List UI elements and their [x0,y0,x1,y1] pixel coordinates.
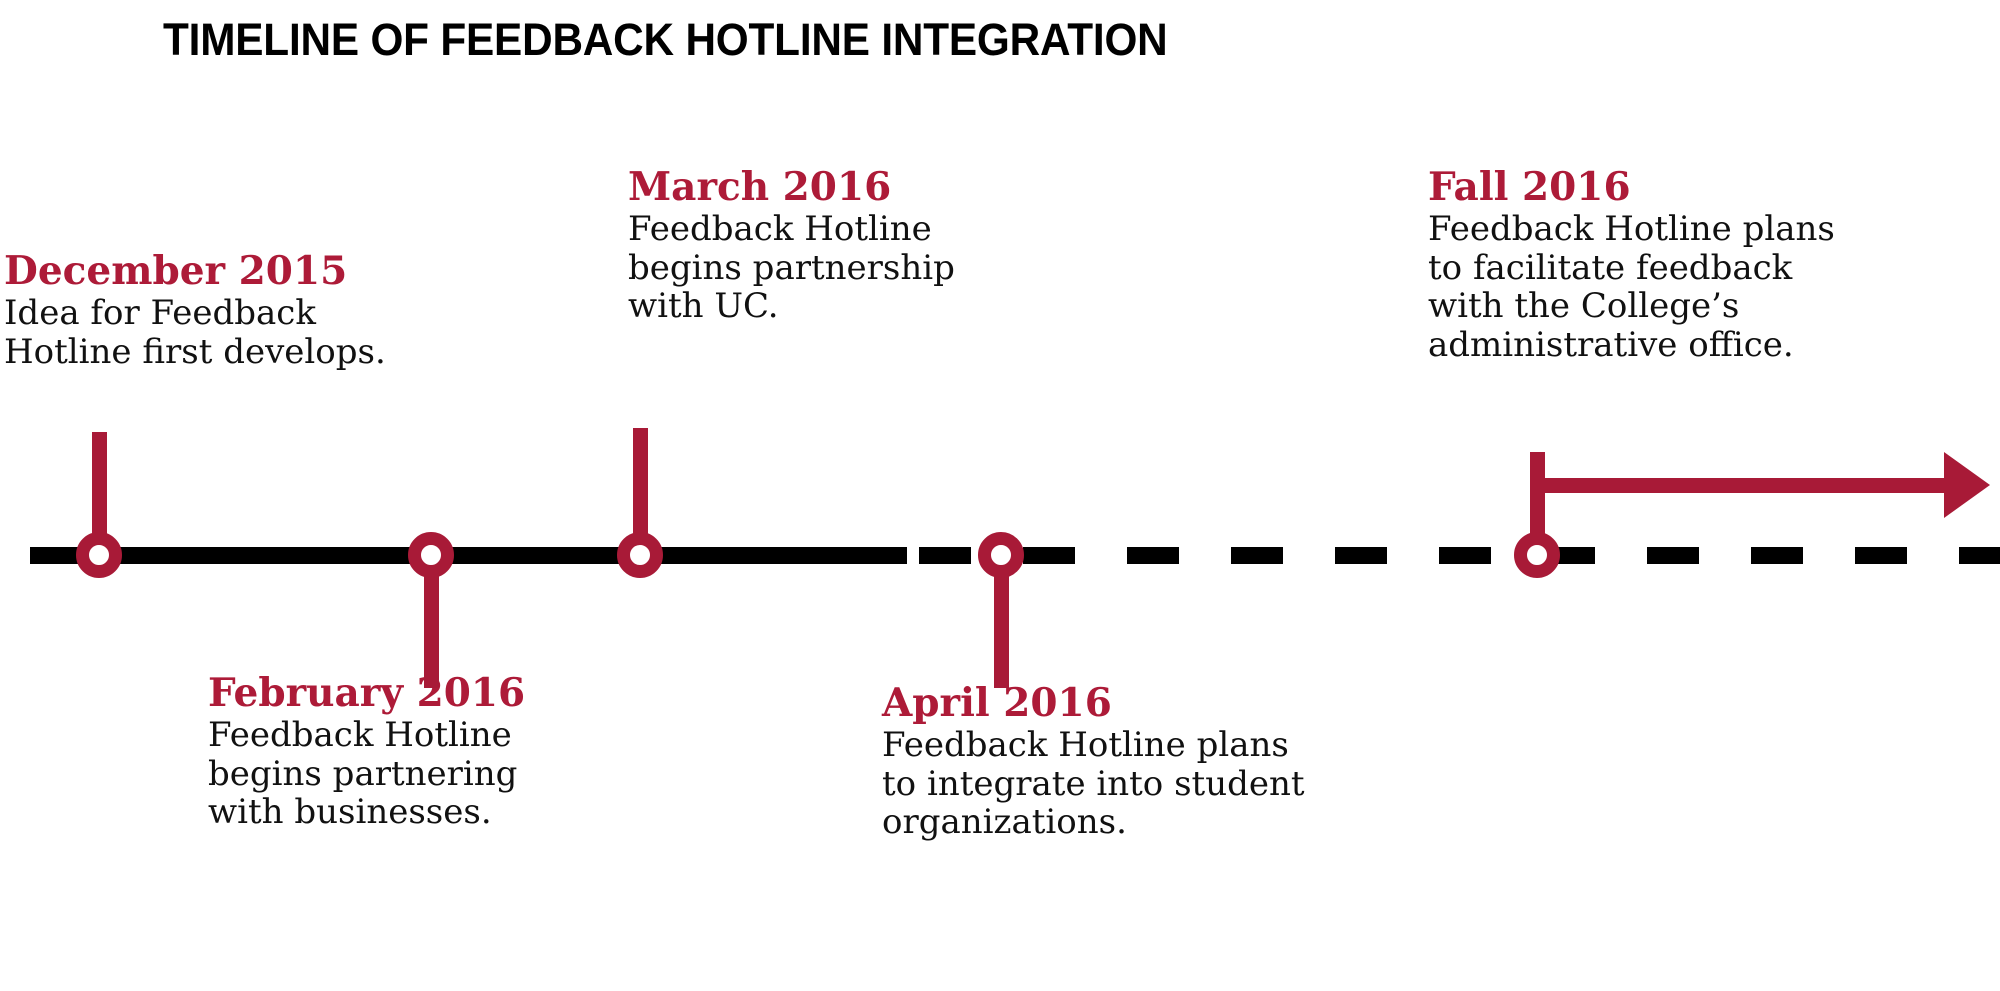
event-february-2016: February 2016 Feedback Hotline begins pa… [208,670,668,833]
event-body-line: Idea for Feedback [4,293,316,334]
event-body-line: Feedback Hotline plans [1428,209,1835,250]
marker-fall-2016[interactable] [1514,532,1560,578]
event-body: Feedback Hotline plans to integrate into… [882,725,1482,843]
event-body-line: Hotline first develops. [4,331,386,372]
marker-april-2016[interactable] [978,532,1024,578]
event-body-line: begins partnership [628,247,955,288]
event-body: Feedback Hotline plans to facilitate fee… [1428,210,2000,364]
event-december-2015: December 2015 Idea for Feedback Hotline … [4,248,434,371]
future-arrow-shaft [1530,478,1955,493]
stem-february-2016 [424,555,439,688]
marker-february-2016[interactable] [408,532,454,578]
event-heading: February 2016 [208,670,526,716]
event-heading: March 2016 [628,164,892,210]
event-body: Feedback Hotline begins partnership with… [628,209,1098,327]
marker-december-2015[interactable] [76,532,122,578]
future-arrow-head-icon [1944,452,1990,518]
stem-december-2015 [92,432,107,560]
event-heading: Fall 2016 [1428,164,1631,210]
event-fall-2016: Fall 2016 Feedback Hotline plans to faci… [1428,164,2000,364]
timeline-axis-solid [30,547,907,564]
event-body-line: with the College’s [1428,286,1740,327]
event-body-line: with businesses. [208,792,492,833]
page-title: TIMELINE OF FEEDBACK HOTLINE INTEGRATION [163,14,1168,65]
marker-march-2016[interactable] [617,532,663,578]
timeline-axis-dashed [919,547,2000,564]
event-body-line: administrative office. [1428,324,1794,365]
stem-april-2016 [994,555,1009,688]
event-body: Idea for Feedback Hotline first develops… [4,294,434,371]
stem-march-2016 [633,428,648,560]
event-body: Feedback Hotline begins partnering with … [208,715,668,833]
event-body-line: to integrate into student [882,763,1305,804]
event-body-line: organizations. [882,802,1127,843]
event-body-line: to facilitate feedback [1428,247,1793,288]
event-april-2016: April 2016 Feedback Hotline plans to int… [882,680,1482,843]
event-body-line: Feedback Hotline [628,209,932,250]
event-body-line: begins partnering [208,753,518,794]
event-heading: April 2016 [882,680,1112,726]
event-body-line: Feedback Hotline plans [882,725,1289,766]
event-body-line: with UC. [628,286,779,327]
event-body-line: Feedback Hotline [208,715,512,756]
event-heading: December 2015 [4,248,348,294]
event-march-2016: March 2016 Feedback Hotline begins partn… [628,164,1098,327]
